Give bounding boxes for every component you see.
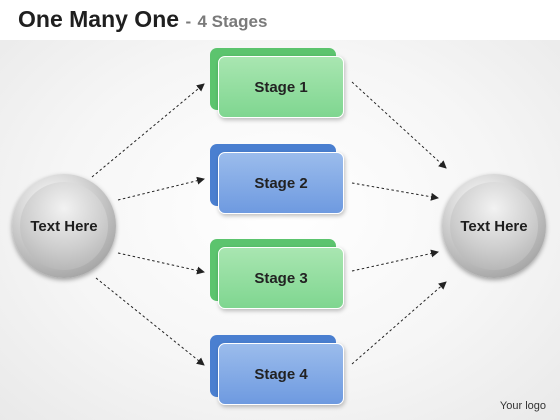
stage-4-box[interactable]: Stage 4 (210, 335, 346, 405)
arrow-left-to-stage-4 (95, 277, 205, 366)
stage-1-label: Stage 1 (218, 56, 344, 118)
stage-4-label: Stage 4 (218, 343, 344, 405)
left-circle-node[interactable]: Text Here (12, 174, 116, 278)
stage-2-label: Stage 2 (218, 152, 344, 214)
logo-placeholder: Your logo (499, 400, 546, 412)
arrow-stage-3-to-right (351, 249, 439, 272)
title-main: One Many One (18, 6, 180, 32)
arrow-stage-4-to-right (351, 281, 447, 365)
arrow-stage-2-to-right (351, 182, 439, 201)
arrow-stage-1-to-right (351, 81, 447, 169)
left-circle-label: Text Here (20, 182, 108, 270)
arrow-left-to-stage-1 (91, 83, 205, 178)
stage-1-box[interactable]: Stage 1 (210, 48, 346, 118)
title-separator: - (185, 12, 192, 31)
right-circle-node[interactable]: Text Here (442, 174, 546, 278)
page-title: One Many One - 4 Stages (18, 6, 267, 33)
arrow-left-to-stage-2 (117, 176, 205, 201)
stage-3-box[interactable]: Stage 3 (210, 239, 346, 309)
title-subtitle: 4 Stages (197, 12, 268, 31)
stage-2-box[interactable]: Stage 2 (210, 144, 346, 214)
arrow-left-to-stage-3 (117, 252, 205, 275)
stage-3-label: Stage 3 (218, 247, 344, 309)
right-circle-label: Text Here (450, 182, 538, 270)
